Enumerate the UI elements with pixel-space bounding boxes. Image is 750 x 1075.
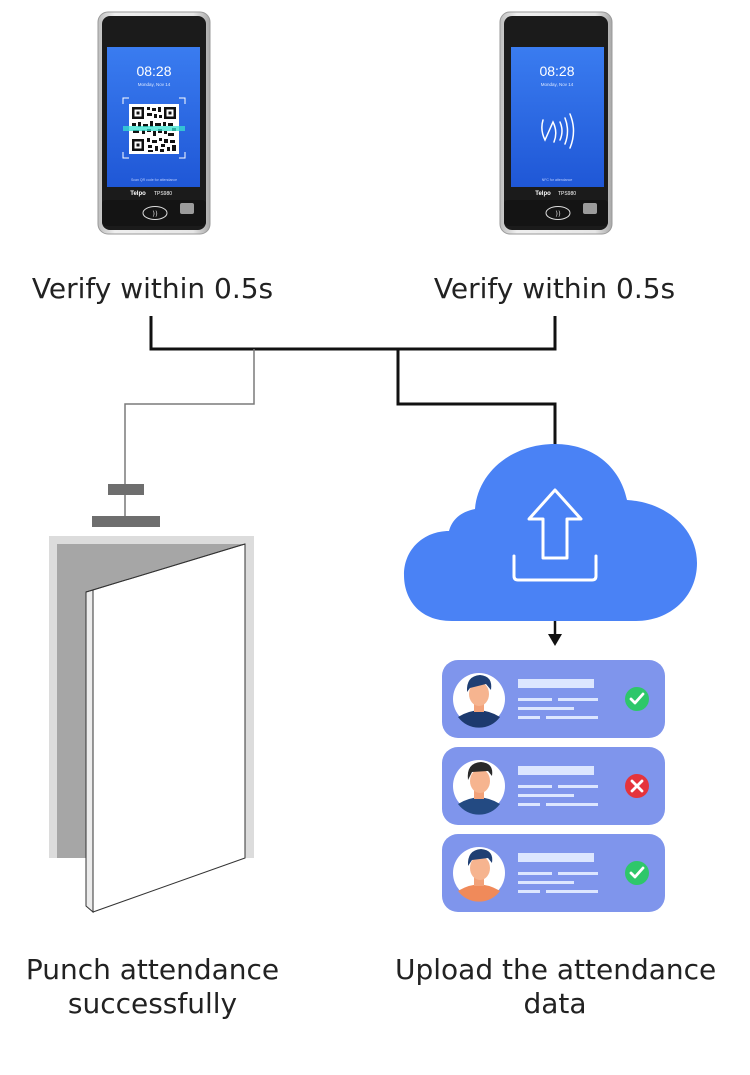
device-model: TPS980 bbox=[154, 191, 172, 197]
door-lock-bottom bbox=[92, 516, 160, 527]
upload-arrow-icon bbox=[527, 488, 583, 560]
arrow-down-icon bbox=[548, 634, 562, 646]
qr-code-icon bbox=[123, 104, 185, 154]
record-card-1 bbox=[442, 660, 665, 738]
device-time: 08:28 bbox=[136, 63, 171, 79]
check-circle-icon bbox=[625, 861, 649, 885]
fingerprint-sensor bbox=[583, 203, 597, 214]
caption-door-line2: successfully bbox=[67, 987, 238, 1020]
record-card-3 bbox=[442, 834, 665, 912]
caption-left-device: Verify within 0.5s bbox=[31, 272, 274, 305]
device-nfc: 08:28 Monday, Nov 14 NFC for attendance … bbox=[499, 11, 613, 235]
record-card-2 bbox=[442, 747, 665, 825]
x-circle-icon bbox=[625, 774, 649, 798]
caption-door-line1: Punch attendance bbox=[25, 953, 280, 986]
device-brand: Telpo bbox=[130, 191, 146, 197]
device-screen bbox=[511, 47, 604, 187]
caption-upload-line2: data bbox=[523, 987, 587, 1020]
device-date: Monday, Nov 14 bbox=[138, 82, 171, 87]
caption-door: Punch attendance successfully bbox=[0, 953, 305, 1021]
door-lock-top bbox=[108, 484, 144, 495]
door-panel bbox=[92, 543, 246, 913]
door-panel-edge bbox=[85, 589, 94, 914]
connector-lines bbox=[124, 316, 562, 646]
nfc-wave-icon bbox=[541, 113, 575, 149]
device-brand: Telpo bbox=[535, 191, 551, 197]
cloud-shape bbox=[404, 444, 697, 621]
upload-cloud-icon bbox=[404, 444, 697, 621]
svg-text:)): )) bbox=[555, 210, 561, 218]
avatar-person-icon bbox=[458, 762, 500, 815]
device-time: 08:28 bbox=[539, 63, 574, 79]
device-date: Monday, Nov 14 bbox=[541, 82, 574, 87]
avatar-person-icon bbox=[458, 849, 500, 902]
caption-right-device: Verify within 0.5s bbox=[433, 272, 676, 305]
fingerprint-sensor bbox=[180, 203, 194, 214]
bus-line bbox=[149, 316, 557, 351]
door-link-line bbox=[124, 349, 255, 485]
check-circle-icon bbox=[625, 687, 649, 711]
caption-upload: Upload the attendance data bbox=[395, 953, 717, 1021]
device-qr: 08:28 Monday, Nov 14 bbox=[97, 11, 211, 235]
device-screen-hint: NFC for attendance bbox=[542, 178, 573, 182]
upload-tray-icon bbox=[512, 554, 598, 582]
device-screen-hint: Scan QR code for attendance bbox=[131, 178, 177, 182]
nfc-reader-icon bbox=[142, 206, 168, 220]
nfc-reader-icon bbox=[545, 206, 571, 220]
cloud-link-line bbox=[396, 349, 557, 445]
device-model: TPS980 bbox=[558, 191, 576, 197]
door-illustration bbox=[49, 484, 254, 914]
device-base bbox=[504, 200, 608, 226]
svg-text:)): )) bbox=[152, 210, 158, 218]
avatar-person-icon bbox=[458, 675, 500, 728]
scan-frame bbox=[122, 97, 186, 159]
caption-upload-line1: Upload the attendance bbox=[395, 953, 717, 986]
